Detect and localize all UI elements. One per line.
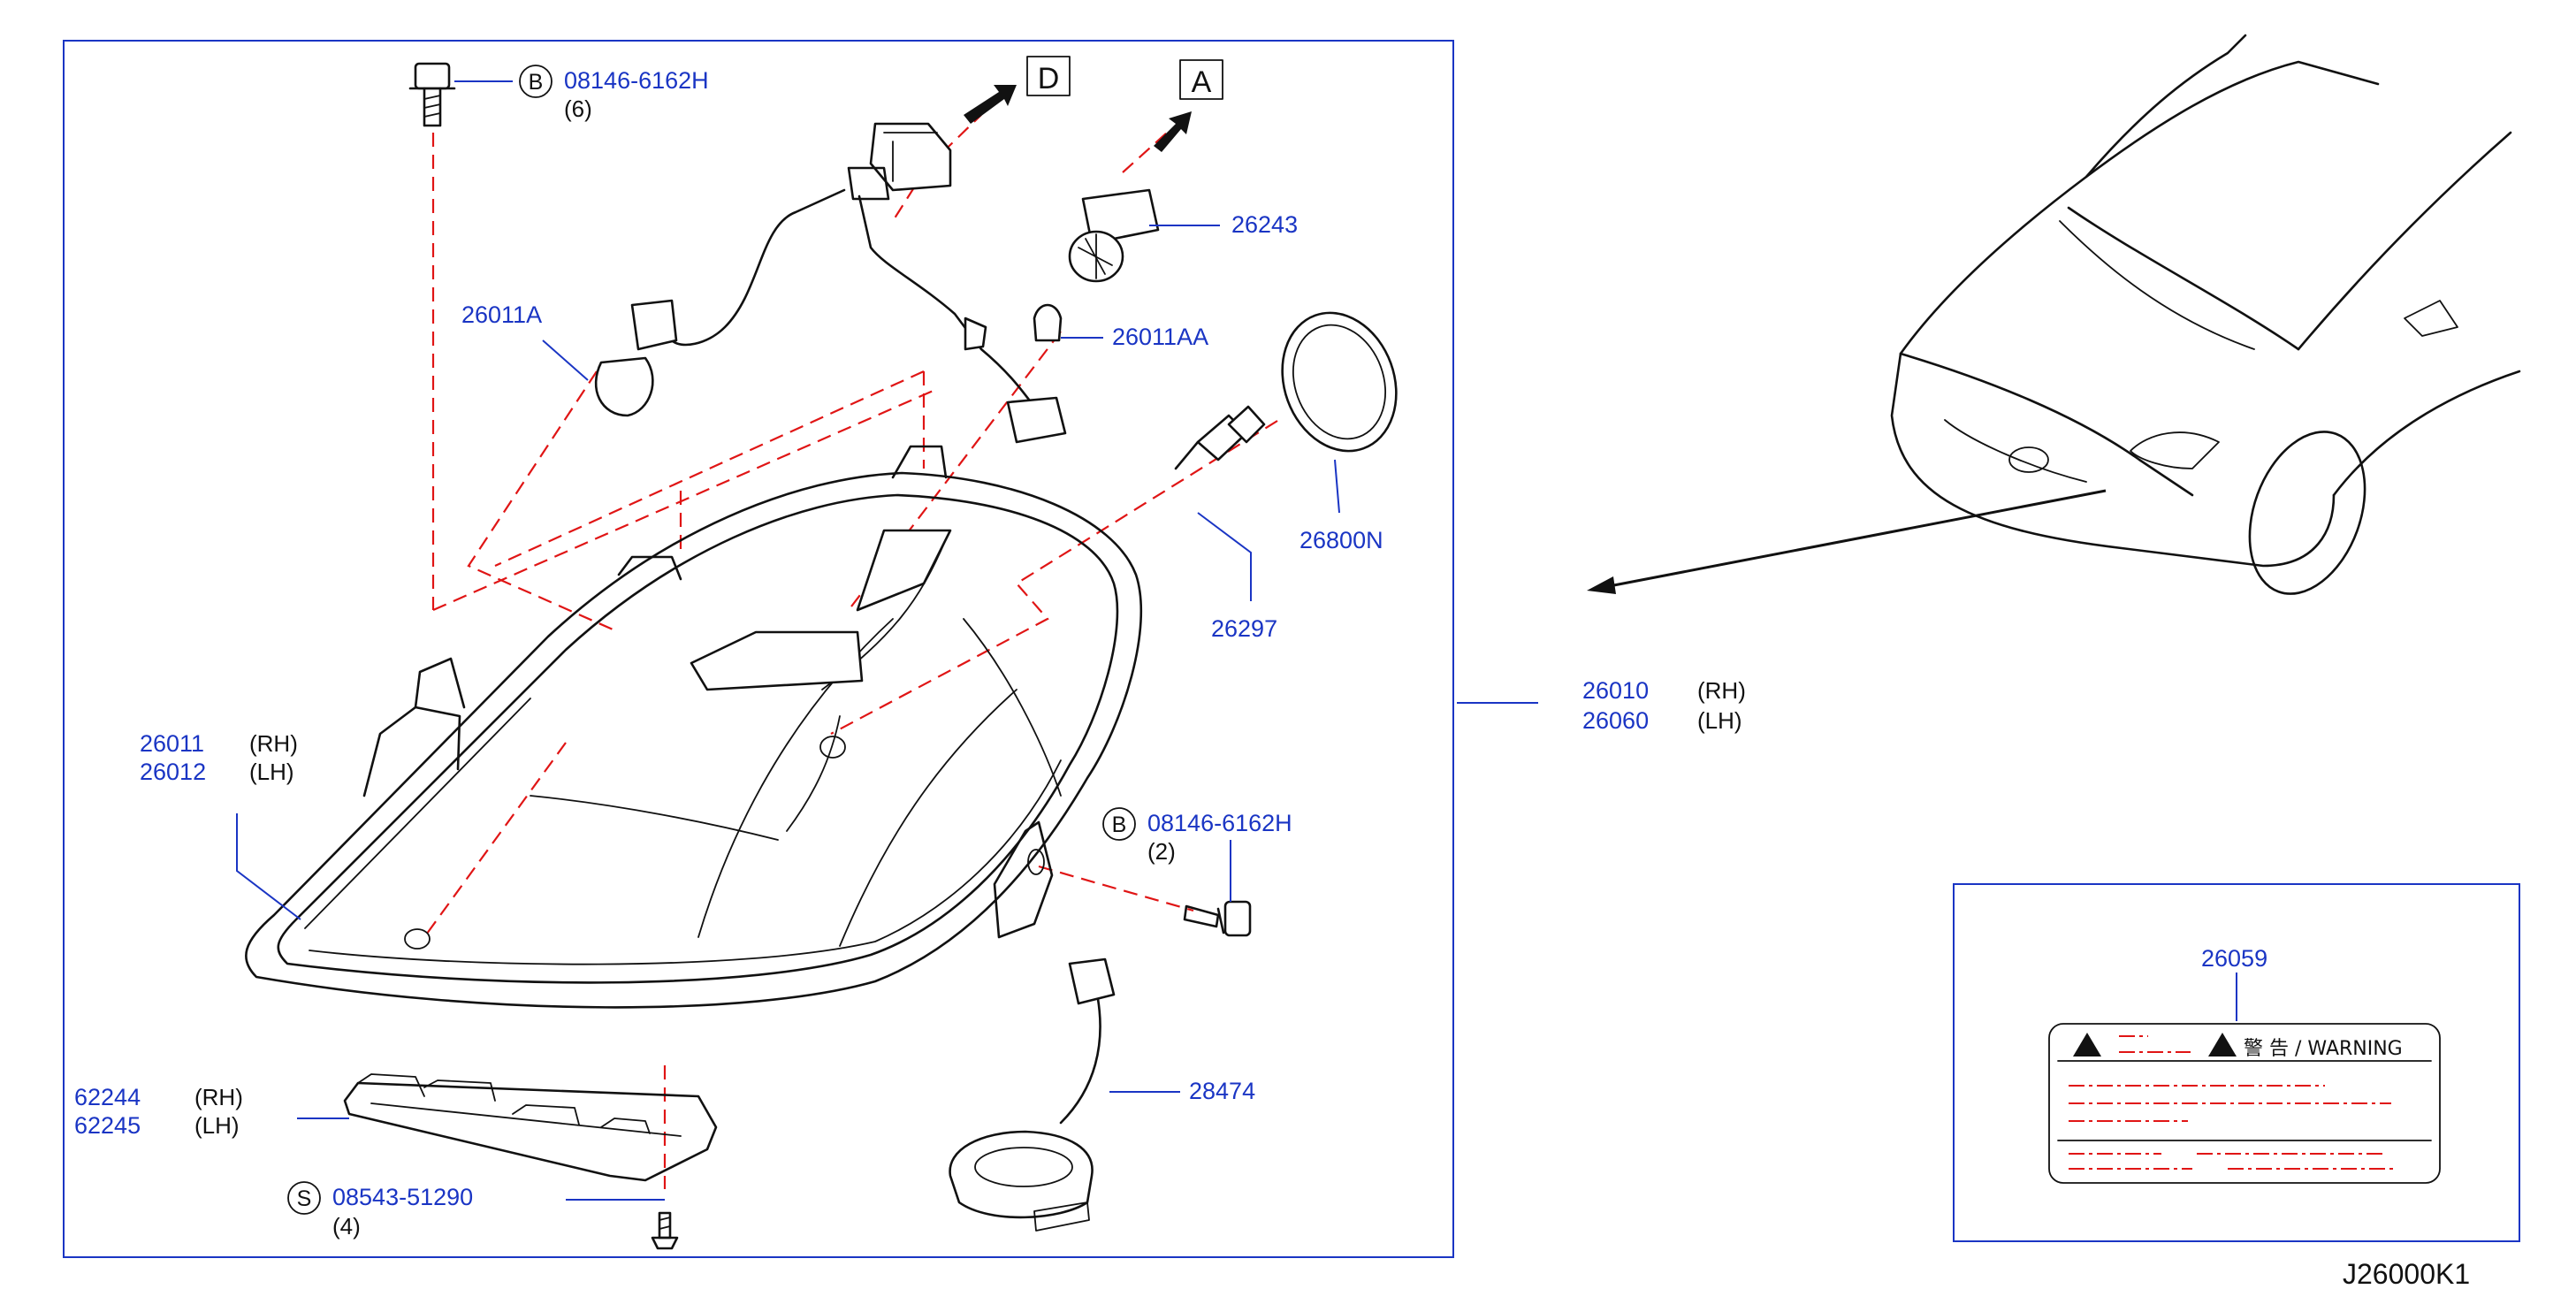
bolt-top-circle-letter: B [529,70,544,95]
marker-a: A [1192,65,1212,99]
igniter-number: 28474 [1189,1078,1255,1104]
screw-qty: (4) [332,1213,361,1240]
car-pointer-arrowhead [1587,576,1616,594]
warning-triangle-icon [2073,1033,2101,1056]
bulb-26011aa-icon [1033,303,1063,342]
housing-rh-number: 26011 [140,730,204,757]
lamp-lh-number: 26060 [1582,707,1649,734]
socket-number: 26243 [1231,211,1298,238]
callout-bolt-right: B 08146-6162H (2) [1102,807,1292,865]
bolt-right-icon [1183,900,1252,937]
bolt-top-number: 08146-6162H [564,67,709,94]
car-illustration [1890,34,2521,595]
label-part-number: 26059 [2201,945,2267,972]
leader-lines [236,80,2237,1201]
bracket-lh-number: 62245 [74,1112,141,1139]
bracket-rh-number: 62244 [74,1084,141,1110]
screw-number: 08543-51290 [332,1184,473,1210]
screw-circle-letter: S [297,1186,312,1211]
housing-rh: (RH) [249,730,298,757]
lamp-rh-number: 26010 [1582,677,1649,704]
callout-bracket: 62244 (RH) 62245 (LH) [74,1084,243,1139]
bolt-right-qty: (2) [1147,838,1176,865]
callout-bolt-top: B 08146-6162H (6) [519,65,709,122]
cap-number: 26800N [1299,527,1383,553]
socket-26243-icon [1068,188,1160,283]
callout-housing: 26011 (RH) 26012 (LH) [140,730,298,785]
mounting-bracket [343,1073,718,1182]
diagram-code: J26000K1 [2343,1258,2470,1290]
igniter-28474-icon [949,957,1116,1232]
main-frame [63,40,1454,1258]
callout-lamp-assembly: 26010 (RH) 26060 (LH) [1582,677,1746,734]
bracket-lh: (LH) [194,1112,240,1139]
housing-lh-number: 26012 [140,759,206,785]
headlamp-housing [245,445,1143,1009]
label-frame [1953,883,2520,1242]
bolt-top-icon [408,62,456,127]
screw-bottom-icon [651,1211,679,1250]
hid-bulb-26297-icon [1174,405,1266,470]
bolt-right-number: 08146-6162H [1147,810,1292,836]
marker-d: D [1038,62,1060,95]
warning-triangle-icon [2208,1033,2237,1056]
lamp-lh: (LH) [1697,707,1742,734]
lamp-rh: (RH) [1697,677,1746,704]
bolt-right-circle-letter: B [1112,812,1127,837]
bulb-right-number: 26011AA [1112,324,1208,350]
housing-lh: (LH) [249,759,294,785]
cap-26800n-icon [1281,311,1398,453]
arrow-to-d [964,56,1071,124]
bracket-rh: (RH) [194,1084,243,1110]
bulb-left-number: 26011A [461,301,542,328]
hid-bulb-number: 26297 [1211,615,1277,642]
callout-screw-bottom: S 08543-51290 (4) [287,1181,473,1240]
warning-label [2048,1023,2441,1184]
wiring-harness [670,122,1067,444]
arrow-to-a [1154,59,1223,152]
car-pointer-arrow [1599,489,2107,590]
warning-label-text: 警 告 / WARNING [2244,1038,2403,1060]
bolt-top-qty: (6) [564,95,592,122]
bulb-26011a-icon [594,299,678,417]
